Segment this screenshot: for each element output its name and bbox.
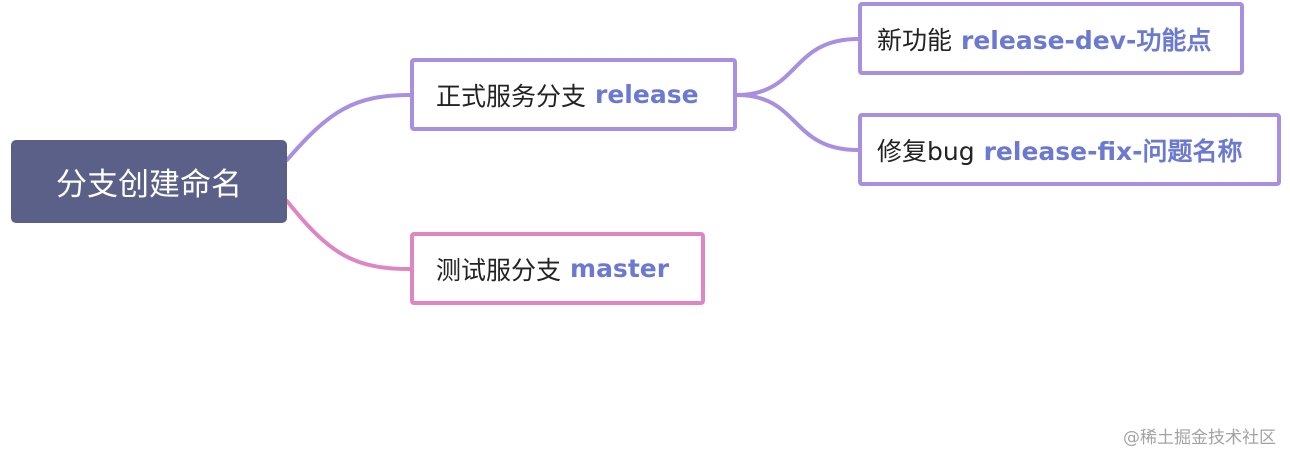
fix-branch-node[interactable]: 修复bug release-fix-问题名称 <box>858 113 1281 186</box>
root-node-label: 分支创建命名 <box>56 167 242 203</box>
edge-release-to-fix <box>735 93 860 152</box>
release-branch-label: 正式服务分支 <box>436 81 587 111</box>
edge-root-to-master <box>285 199 412 271</box>
master-branch-label: 测试服分支 <box>436 255 562 285</box>
release-branch-node[interactable]: 正式服务分支 release <box>410 58 737 131</box>
edge-root-to-release <box>285 93 412 162</box>
feature-branch-node[interactable]: 新功能 release-dev-功能点 <box>858 2 1244 75</box>
fix-branch-label: 修复bug <box>877 136 975 166</box>
feature-branch-label: 新功能 <box>877 25 953 55</box>
master-branch-node[interactable]: 测试服分支 master <box>410 232 705 305</box>
edge-release-to-feature <box>735 37 860 97</box>
release-branch-keyword: release <box>595 80 699 109</box>
watermark-text: @稀土掘金技术社区 <box>1123 428 1276 448</box>
fix-branch-keyword: release-fix-问题名称 <box>983 136 1243 166</box>
root-node[interactable]: 分支创建命名 <box>11 140 287 223</box>
master-branch-keyword: master <box>570 254 670 283</box>
feature-branch-keyword: release-dev-功能点 <box>961 25 1212 55</box>
